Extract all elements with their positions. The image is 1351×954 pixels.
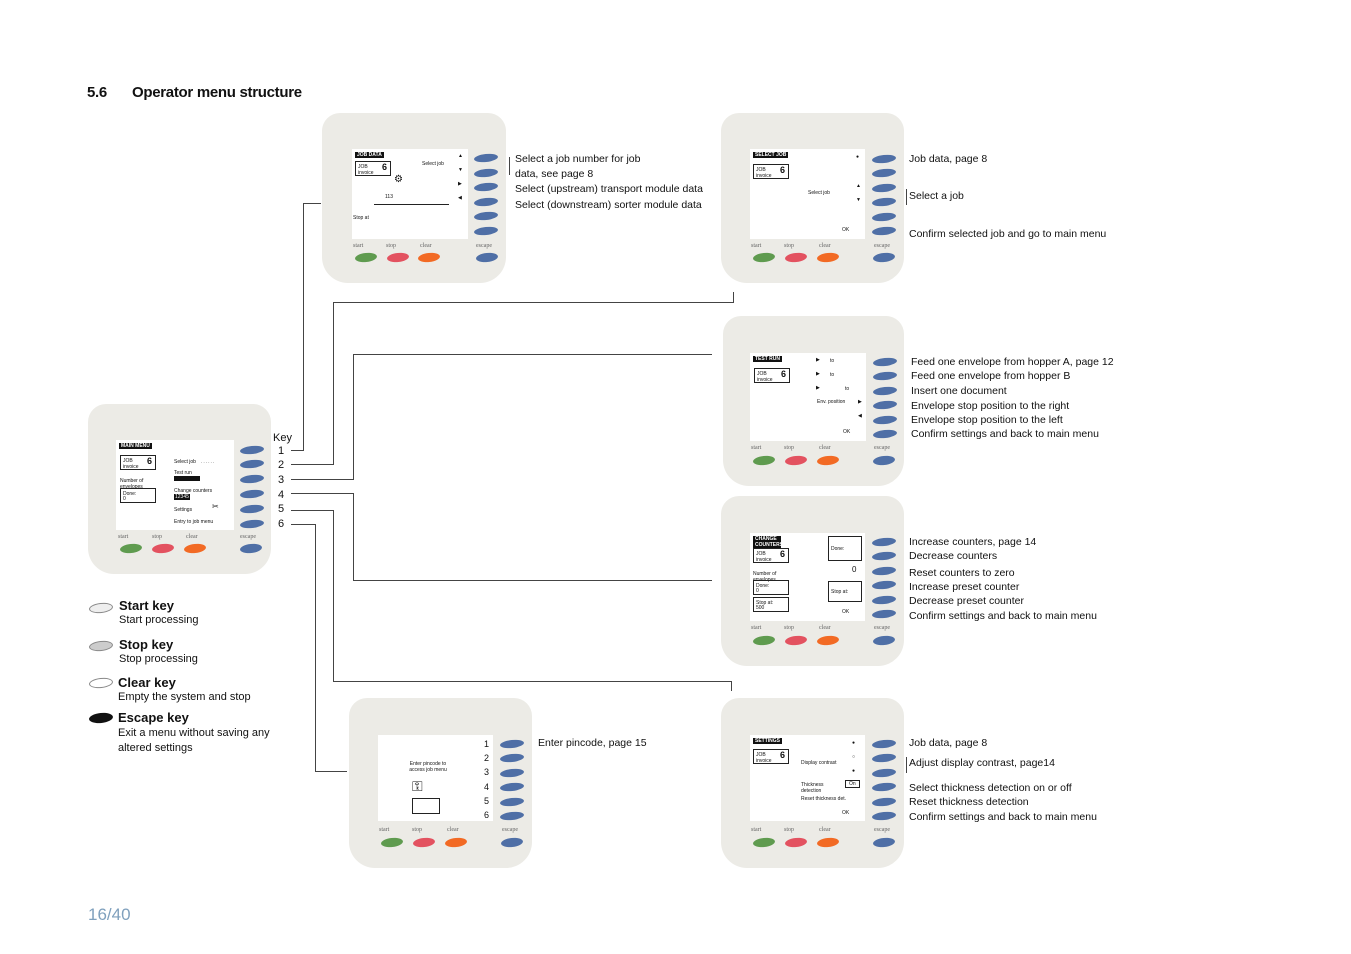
- legend-title: Clear key: [118, 675, 176, 690]
- job-data-screen: JOB DATA JOB invoice 6 Select job ▲ ▼ ▶ …: [352, 149, 468, 239]
- escape-button[interactable]: [239, 542, 263, 555]
- section-number: 5.6: [87, 84, 107, 101]
- escape-key-icon: [88, 711, 114, 725]
- job-data-desc-1: Select a job number for job data, see pa…: [515, 153, 641, 180]
- job-data-desc-3: Select (downstream) sorter module data: [515, 199, 702, 211]
- menu-item-4: Settings: [174, 507, 193, 513]
- softkey-4[interactable]: [239, 488, 265, 500]
- clear-key-icon: [88, 676, 114, 690]
- key-number: 5: [278, 503, 285, 515]
- legend-title: Start key: [119, 598, 174, 613]
- legend-desc: Stop processing: [119, 653, 198, 665]
- main-menu-screen: MAIN MENU JOB invoice 6 Number of envelo…: [116, 440, 234, 530]
- counter-value: 113: [385, 194, 393, 200]
- key-title: Key: [273, 432, 292, 444]
- key-icon: ⚿: [412, 778, 423, 794]
- softkey-1[interactable]: [239, 444, 265, 456]
- stop-at-label: Stop at: [353, 215, 369, 221]
- legend-title: Escape key: [118, 710, 189, 725]
- menu-item-5: Entry to job menu: [174, 519, 214, 525]
- menu-item-3: Change counters: [174, 488, 213, 494]
- softkey-6[interactable]: [239, 518, 265, 530]
- job-box: JOB invoice 6: [120, 455, 156, 470]
- legend-desc: Start processing: [119, 614, 199, 626]
- counter-value: 12345: [174, 494, 190, 500]
- pincode-panel: Enter pincode to access job menu ⚿ 1 2 3…: [349, 698, 532, 868]
- done-box: Done: 0: [120, 488, 156, 503]
- settings-panel: SETTINGS JOB invoice 6 ● ○ ● Display con…: [721, 698, 904, 868]
- softkey-2[interactable]: [239, 458, 265, 470]
- machine-icon: ⚙: [394, 174, 403, 185]
- pincode-prompt: Enter pincode to access job menu: [409, 761, 447, 773]
- start-key-icon: [88, 601, 114, 615]
- section-title: Operator menu structure: [132, 84, 302, 101]
- menu-item-1: Select job: [174, 459, 196, 465]
- softkey-5[interactable]: [239, 503, 265, 515]
- key-number: 3: [278, 474, 285, 486]
- start-button[interactable]: [119, 542, 143, 555]
- menu-item-2: Test run: [174, 470, 192, 476]
- select-job-panel: SELECT JOB JOB invoice 6 ● Select job ▲ …: [721, 113, 904, 283]
- main-menu-panel: MAIN MENU JOB invoice 6 Number of envelo…: [88, 404, 271, 574]
- key-number: 6: [278, 518, 285, 530]
- softkey-3[interactable]: [239, 473, 265, 485]
- test-run-panel: TEST RUN JOB invoice 6 to to to ▶ ▶ ▶ En…: [723, 316, 904, 486]
- job-data-panel: JOB DATA JOB invoice 6 Select job ▲ ▼ ▶ …: [322, 113, 506, 283]
- change-counters-panel: CHANGE COUNTERS JOB invoice 6 Number of …: [721, 496, 904, 666]
- page-number: 16/40: [88, 905, 131, 924]
- scissors-icon: ✂: [212, 502, 219, 511]
- stop-key-icon: [88, 639, 114, 653]
- clear-button[interactable]: [183, 542, 207, 555]
- envelopes-label: Number of envelopes: [120, 478, 144, 490]
- job-number: 6: [146, 456, 152, 466]
- job-data-desc-2: Select (upstream) transport module data: [515, 183, 703, 195]
- screen-title: MAIN MENU: [119, 443, 152, 449]
- key-number: 2: [278, 459, 285, 471]
- key-number: 1: [278, 445, 285, 457]
- legend-desc: Empty the system and stop: [118, 691, 251, 703]
- legend-title: Stop key: [119, 637, 174, 652]
- stop-button[interactable]: [151, 542, 175, 555]
- pincode-input[interactable]: [412, 798, 440, 814]
- legend-desc: Exit a menu without saving any altered s…: [118, 727, 270, 754]
- select-job-label: Select job: [422, 161, 444, 167]
- key-number: 4: [278, 489, 285, 501]
